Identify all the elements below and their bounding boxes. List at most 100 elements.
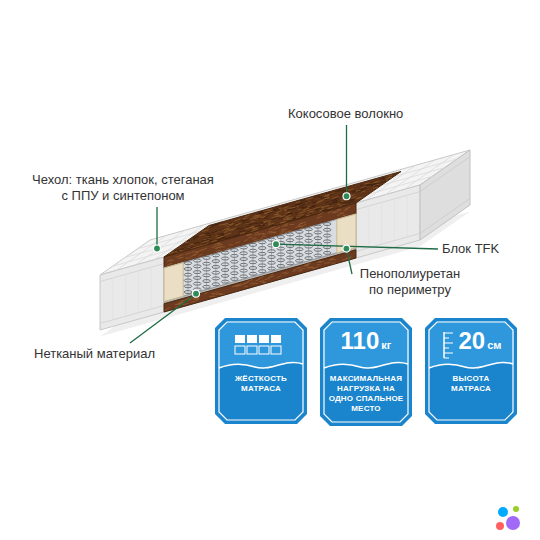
spring-coil — [221, 274, 229, 277]
badge-head: 20см — [425, 326, 517, 364]
coconut-fiber — [306, 201, 311, 203]
ruler-tick — [444, 353, 453, 354]
coconut-fiber — [275, 214, 279, 216]
coconut-fiber — [295, 217, 300, 218]
coconut-fiber — [205, 236, 211, 237]
coconut-fiber — [294, 216, 300, 218]
logo-dot — [506, 516, 520, 530]
coconut-fiber — [238, 230, 245, 232]
spring-coil — [249, 272, 257, 275]
spring-coil — [184, 285, 192, 288]
coconut-fiber — [216, 246, 222, 249]
coconut-fiber — [245, 215, 250, 217]
firmness-icon — [233, 333, 289, 357]
quilting-line — [151, 268, 152, 308]
coconut-fiber — [202, 248, 207, 250]
coconut-fiber — [310, 206, 317, 208]
coconut-fiber — [299, 211, 306, 214]
coconut-fiber — [312, 267, 318, 270]
coconut-fiber — [338, 190, 343, 192]
coconut-fiber — [272, 208, 278, 210]
coconut-fiber — [211, 224, 218, 226]
coconut-fiber — [178, 257, 181, 258]
quilting-line — [368, 207, 369, 247]
callout-label: Блок TFK — [442, 241, 499, 257]
coconut-fiber — [238, 284, 242, 285]
coconut-fiber — [281, 205, 288, 207]
coconut-fiber — [252, 238, 256, 240]
coconut-fiber — [318, 261, 321, 262]
coconut-fiber — [224, 231, 228, 232]
coconut-fiber — [216, 250, 222, 251]
spring-coil — [296, 259, 304, 262]
spring-coil — [231, 254, 239, 257]
spring-coil — [258, 270, 266, 273]
coconut-fiber — [286, 213, 292, 215]
spring-coil — [314, 237, 322, 240]
spring-coil — [184, 291, 192, 294]
spring-coil — [221, 280, 229, 283]
coconut-fiber — [214, 243, 220, 246]
coconut-fiber — [382, 181, 386, 183]
spring-coil — [314, 254, 322, 257]
coconut-fiber — [247, 279, 253, 281]
coconut-fiber — [308, 212, 312, 214]
coconut-fiber — [303, 208, 309, 210]
spring-coil — [323, 240, 331, 243]
coconut-fiber — [244, 223, 250, 224]
spring-coil — [203, 262, 211, 265]
callout-label: Пенополиуретан по периметру — [357, 266, 463, 298]
callout-label: Кокосовое волокно — [288, 106, 403, 122]
badge-wave — [219, 362, 303, 368]
coconut-fiber — [348, 189, 354, 191]
quilting-line — [125, 276, 126, 316]
badge-fill — [425, 318, 517, 424]
coconut-fiber — [253, 223, 257, 225]
coconut-fiber — [268, 223, 274, 225]
coconut-fiber — [191, 254, 197, 256]
coconut-fiber — [365, 184, 372, 186]
spring-coil — [203, 256, 211, 259]
coconut-fiber — [217, 244, 223, 246]
coconut-fiber — [345, 200, 348, 201]
coconut-fiber — [193, 239, 196, 240]
cover-end — [420, 150, 470, 240]
coconut-fiber — [250, 218, 255, 220]
spring-coil — [268, 261, 276, 264]
coconut-fiber — [321, 197, 327, 198]
coconut-fiber — [340, 212, 344, 213]
coconut-fiber — [226, 229, 231, 231]
coconut-fiber — [204, 292, 207, 294]
coconut-fiber — [345, 207, 351, 209]
coconut-fiber — [244, 222, 250, 223]
leader-line — [156, 207, 157, 249]
spring-coil — [240, 275, 248, 278]
spring-coil — [249, 267, 257, 270]
coconut-fiber — [285, 273, 289, 275]
coconut-fiber — [356, 185, 363, 187]
coconut-fiber — [358, 187, 365, 190]
coconut-fiber — [315, 208, 321, 210]
spring-coil — [231, 266, 239, 269]
spring-coil — [184, 262, 192, 265]
leader-line — [346, 125, 347, 196]
badge-wave — [429, 362, 513, 368]
foam-perimeter — [164, 263, 183, 302]
coconut-fiber — [234, 219, 240, 221]
firmness-block — [247, 346, 257, 354]
ruler-tick — [444, 343, 453, 344]
coconut-fiber — [216, 293, 220, 294]
coconut-fiber — [377, 182, 383, 183]
coconut-fiber — [205, 237, 211, 238]
coconut-fiber — [165, 307, 171, 310]
coconut-fiber — [316, 201, 322, 203]
coconut-fiber — [246, 231, 251, 232]
coconut-fiber — [263, 210, 269, 211]
coconut-fiber — [256, 212, 263, 214]
coconut-fiber — [205, 233, 209, 235]
firmness-block — [235, 346, 245, 354]
coconut-fiber — [345, 203, 350, 205]
ruler-tick — [444, 348, 449, 349]
spring-coil — [305, 251, 313, 254]
coconut-fiber — [325, 198, 330, 199]
